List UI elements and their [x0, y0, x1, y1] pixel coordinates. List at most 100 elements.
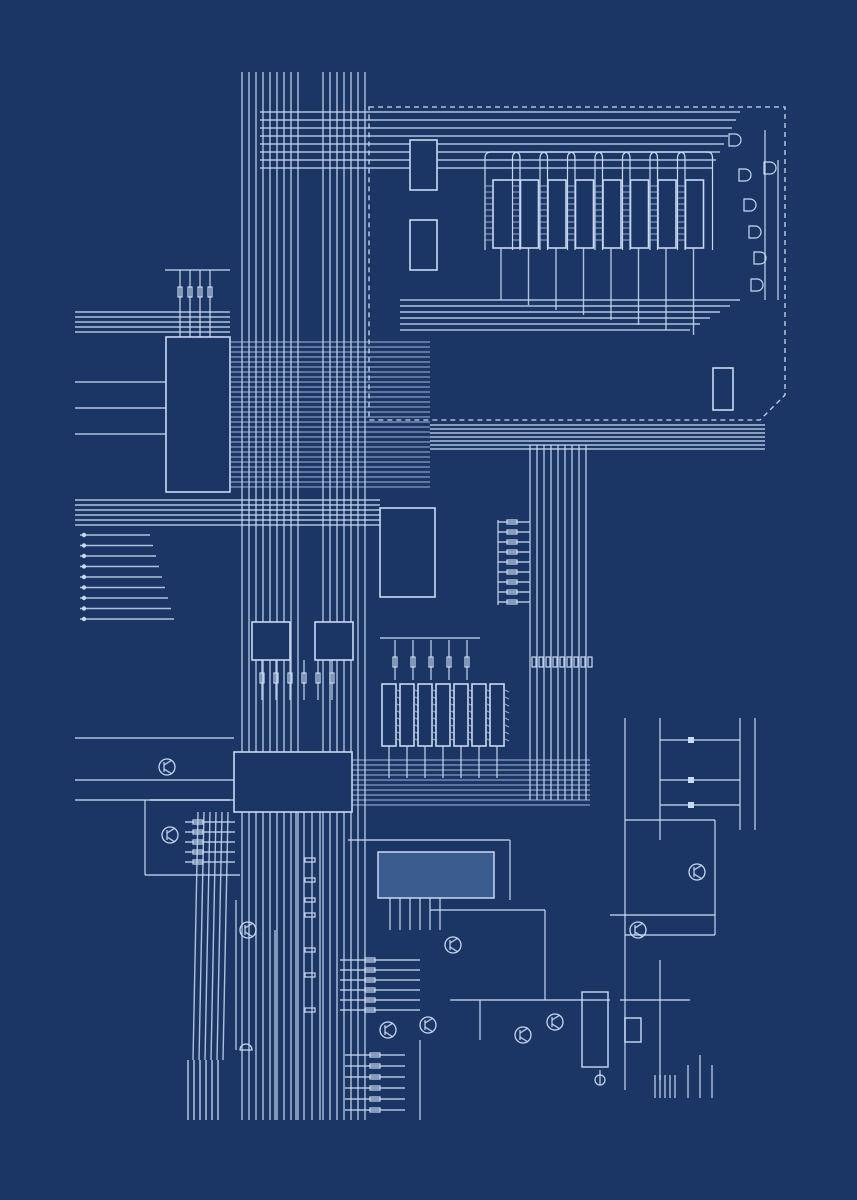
transistor-collector	[449, 937, 459, 944]
resistor	[197, 286, 203, 298]
memory-chip	[684, 179, 705, 249]
resistor	[559, 656, 565, 668]
transistor-collector	[244, 922, 254, 929]
capacitor	[688, 737, 694, 743]
transistor-collector	[163, 759, 173, 766]
resistor	[369, 1085, 381, 1091]
coil-line	[504, 738, 510, 742]
junction-dot	[81, 532, 87, 538]
capacitor	[688, 777, 694, 783]
junction-dot	[81, 616, 87, 622]
transistor-emitter	[449, 946, 459, 953]
resistor-network	[453, 683, 469, 747]
resistor	[304, 877, 316, 883]
resistor	[304, 857, 316, 863]
bus-line-vertical	[216, 811, 223, 1061]
resistor	[304, 897, 316, 903]
transistor-collector	[634, 922, 644, 929]
resistor	[369, 1074, 381, 1080]
resistor	[369, 1063, 381, 1069]
transistor-symbol	[419, 1016, 437, 1034]
memory-bank-outline	[676, 151, 714, 250]
resistor	[446, 656, 452, 668]
memory-chip	[602, 179, 622, 249]
resistor	[506, 599, 518, 605]
bus-line-vertical	[204, 811, 211, 1061]
junction-dot	[81, 574, 87, 580]
junction-dot	[81, 543, 87, 548]
resistor	[545, 656, 551, 668]
logic-gate	[748, 225, 762, 239]
resistor	[428, 656, 434, 668]
resistor	[506, 559, 518, 565]
display-module	[377, 851, 495, 899]
resistor	[304, 912, 316, 918]
coil-line	[504, 689, 510, 693]
coil-line	[504, 703, 510, 707]
resistor	[364, 967, 376, 973]
junction-dot	[81, 553, 87, 559]
coil-line	[504, 696, 510, 700]
resistor-network	[417, 683, 433, 747]
memory-chip	[629, 179, 650, 249]
junction-dot	[81, 606, 87, 611]
coil-line	[504, 724, 510, 728]
logic-gate	[743, 198, 757, 212]
transistor-emitter	[166, 836, 176, 843]
resistor	[369, 1107, 381, 1113]
memory-bank-outline	[649, 151, 686, 250]
speaker-icon	[239, 1043, 253, 1051]
bus-line-vertical	[222, 811, 229, 1061]
resistor	[506, 549, 518, 555]
resistor	[287, 672, 293, 684]
transistor-symbol	[161, 826, 179, 844]
ic-chip-buffer	[314, 621, 354, 661]
coil-line	[504, 710, 510, 714]
resistor	[566, 656, 572, 668]
resistor	[329, 672, 335, 684]
connector-block	[712, 367, 734, 411]
bus-line-vertical	[210, 811, 217, 1061]
transistor-emitter	[424, 1026, 434, 1033]
memory-bank-outline	[484, 151, 521, 250]
transistor-symbol	[546, 1013, 564, 1031]
resistor	[364, 987, 376, 993]
resistor-network	[489, 683, 505, 747]
junction-dot	[81, 595, 87, 601]
resistor	[364, 957, 376, 963]
resistor	[207, 286, 213, 298]
resistor	[538, 656, 544, 668]
memory-chip	[657, 179, 677, 249]
memory-chip	[519, 179, 540, 249]
resistor	[304, 1007, 316, 1013]
bus-line-vertical	[192, 811, 199, 1061]
logic-gate	[738, 168, 752, 182]
memory-bank-outline	[511, 151, 549, 250]
resistor	[506, 529, 518, 535]
resistor	[464, 656, 470, 668]
transistor-collector	[693, 864, 703, 871]
logic-gate	[750, 278, 764, 292]
resistor	[301, 672, 307, 684]
regulator-block	[624, 1017, 642, 1043]
resistor	[506, 569, 518, 575]
relay-block	[581, 991, 609, 1068]
ic-chip-interface	[379, 507, 436, 598]
junction-dot	[81, 564, 87, 569]
resistor	[392, 656, 398, 668]
resistor	[506, 579, 518, 585]
resistor	[506, 519, 518, 525]
coil-line	[504, 717, 510, 721]
ic-chip-decoder	[409, 219, 438, 271]
resistor	[177, 286, 183, 298]
memory-chip	[547, 179, 567, 249]
transistor-emitter	[244, 931, 254, 938]
resistor	[315, 672, 321, 684]
junction-dot	[81, 585, 87, 590]
resistor	[506, 589, 518, 595]
transistor-collector	[551, 1014, 561, 1021]
transistor-symbol	[239, 921, 257, 939]
memory-bank-outline	[539, 151, 576, 250]
resistor	[573, 656, 579, 668]
transistor-symbol	[688, 863, 706, 881]
